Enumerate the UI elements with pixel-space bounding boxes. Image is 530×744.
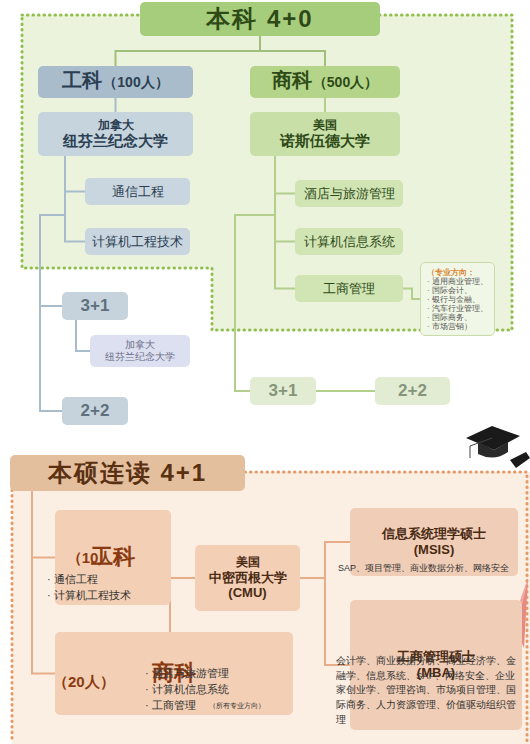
node-label: （专业方向：: [427, 268, 475, 277]
node-label: 本硕连读 4+1: [48, 459, 207, 488]
section-title: 本科 4+0: [140, 2, 380, 36]
connector-line: [170, 558, 195, 579]
node-text: · 银行与金融、: [427, 295, 480, 304]
connector-line: [403, 289, 420, 300]
node-text: 中密西根大学: [209, 570, 287, 586]
node-text: · 国际商务、: [427, 313, 472, 322]
connector-line: [65, 156, 85, 192]
connector-line: [116, 36, 261, 66]
node-label: 通信工程: [112, 184, 164, 200]
node-label: 3+1: [269, 381, 298, 401]
major-box: 工商管理: [295, 275, 403, 302]
connector-line: [275, 156, 295, 242]
connector-line: [300, 578, 350, 665]
pathway-box: 2+2: [375, 377, 450, 405]
category-box: 商科（500人）: [250, 66, 400, 98]
specialization-note: （专业方向：· 通用商业管理、· 国际会计、· 银行与金融、· 汽车行业管理、·…: [420, 262, 495, 336]
node-text: · 国际会计、: [427, 286, 472, 295]
node-text: · 通用商业管理、: [427, 277, 488, 286]
node-text: （20人）: [53, 672, 133, 692]
university-box: 加拿大纽芬兰纪念大学: [90, 335, 190, 367]
pathway-box: 3+1: [250, 377, 316, 405]
node-label: 工科: [62, 68, 102, 92]
node-label: 工商管理: [323, 281, 375, 297]
connector-line: [316, 390, 375, 392]
connector-line: [76, 320, 90, 351]
node-text: （500人）: [313, 74, 378, 91]
node-text: · 计算机信息系统: [145, 682, 285, 697]
university-box: 加拿大纽芬兰纪念大学: [38, 112, 193, 156]
node-text: · 工商管理: [145, 698, 215, 713]
node-text: 诺斯伍德大学: [280, 132, 370, 150]
master-region-fill: [12, 472, 530, 744]
graduation-cap: [466, 426, 530, 468]
connector-line: [40, 156, 65, 306]
node-label: 加拿大: [125, 339, 155, 351]
node-text: · 计算机工程技术: [47, 588, 167, 603]
node-text: （所有专业方向）: [209, 701, 289, 710]
node-text: SAP、项目管理、商业数据分析、网络安全: [338, 562, 514, 574]
major-box: 酒店与旅游管理: [295, 180, 403, 207]
node-label: 加拿大: [98, 118, 134, 132]
category-box: 工科（10人）· 通信工程· 计算机工程技术: [55, 510, 171, 605]
major-box: 通信工程: [85, 178, 190, 205]
pathway-box: 2+2: [62, 397, 128, 425]
connector-line: [275, 156, 295, 289]
connector-line: [65, 156, 85, 242]
node-text: 纽芬兰纪念大学: [63, 132, 168, 150]
node-text: (MSIS): [414, 542, 454, 558]
connector-line: [115, 98, 117, 112]
node-label: 计算机工程技术: [92, 234, 183, 250]
node-label: 美国: [313, 118, 337, 132]
major-box: 计算机工程技术: [85, 228, 190, 255]
connector-line: [32, 491, 55, 558]
degree-box: 信息系统理学硕士(MSIS)SAP、项目管理、商业数据分析、网络安全: [350, 508, 518, 576]
section-title: 本硕连读 4+1: [10, 455, 245, 491]
major-box: 计算机信息系统: [295, 228, 403, 255]
node-label: 2+2: [398, 381, 427, 401]
node-label: 美国: [236, 555, 260, 569]
connector-line: [275, 156, 295, 194]
connector-line: [40, 156, 65, 411]
university-box: 美国中密西根大学(CMU): [195, 545, 300, 611]
node-text: · 市场营销）: [427, 322, 472, 331]
undergrad-region: [22, 15, 512, 330]
node-text: 纽芬兰纪念大学: [105, 351, 175, 363]
connector-line: [324, 98, 326, 112]
pathway-box: 3+1: [62, 292, 128, 320]
category-box: 工科（100人）: [38, 66, 193, 98]
category-box: 商科（20人）· 酒店与旅游管理· 计算机信息系统· 工商管理（所有专业方向）: [55, 632, 293, 715]
node-text: · 汽车行业管理、: [427, 304, 488, 313]
node-label: 计算机信息系统: [304, 234, 395, 250]
node-text: （100人）: [103, 74, 168, 91]
node-text: (CMU): [228, 585, 266, 601]
node-text: （10人）: [45, 548, 150, 568]
node-label: 2+2: [81, 401, 110, 421]
node-text: 会计学、商业数据分析、商业经济学、金融学、信息系统、SAP、网络安全、企业家创业…: [336, 654, 518, 728]
node-label: 信息系统理学硕士: [382, 526, 486, 542]
connector-line: [235, 156, 275, 391]
master-region-border: [12, 472, 527, 743]
node-label: 酒店与旅游管理: [304, 186, 395, 202]
node-label: 商科: [272, 68, 312, 92]
degree-box: 工商管理硕士(MBA)会计学、商业数据分析、商业经济学、金融学、信息系统、SAP…: [350, 600, 522, 730]
node-text: · 酒店与旅游管理: [145, 666, 285, 681]
university-box: 美国诺斯伍德大学: [250, 112, 400, 156]
node-text: · 通信工程: [47, 572, 167, 587]
node-label: 3+1: [81, 296, 110, 316]
connector-line: [260, 36, 325, 66]
node-label: 本科 4+0: [206, 5, 313, 34]
